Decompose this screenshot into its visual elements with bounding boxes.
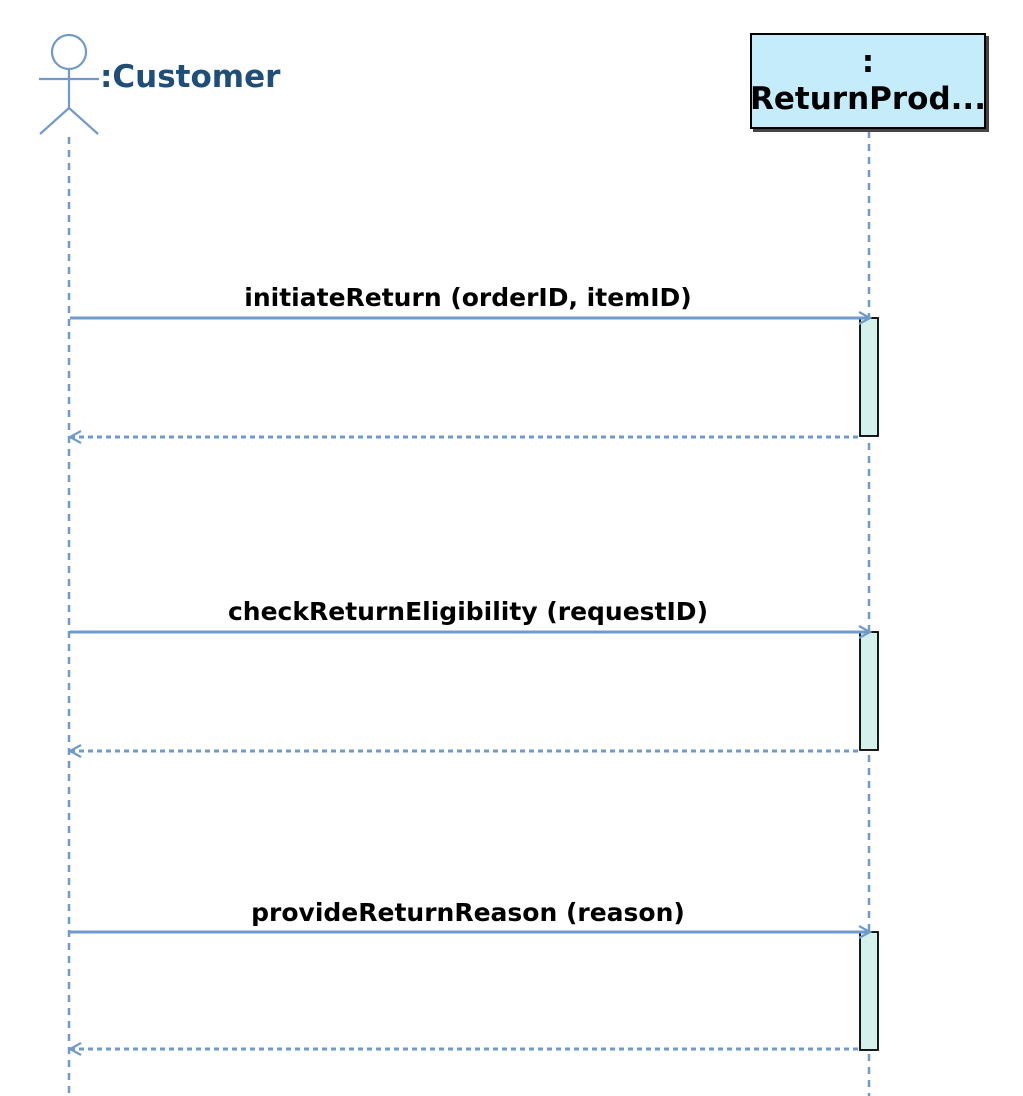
activation-bar — [859, 931, 879, 1051]
actor-icon — [39, 33, 99, 135]
object-label-line2: ReturnProd... — [750, 81, 986, 117]
activation-bar — [859, 631, 879, 751]
message-label: provideReturnReason (reason) — [251, 898, 685, 927]
object-label-line1: : — [861, 43, 875, 80]
message-label: initiateReturn (orderID, itemID) — [244, 283, 692, 312]
message-label: checkReturnEligibility (requestID) — [227, 597, 708, 626]
activation-bar — [859, 317, 879, 437]
object-box: : ReturnProd... — [750, 33, 986, 129]
actor-label: :Customer — [100, 59, 281, 95]
